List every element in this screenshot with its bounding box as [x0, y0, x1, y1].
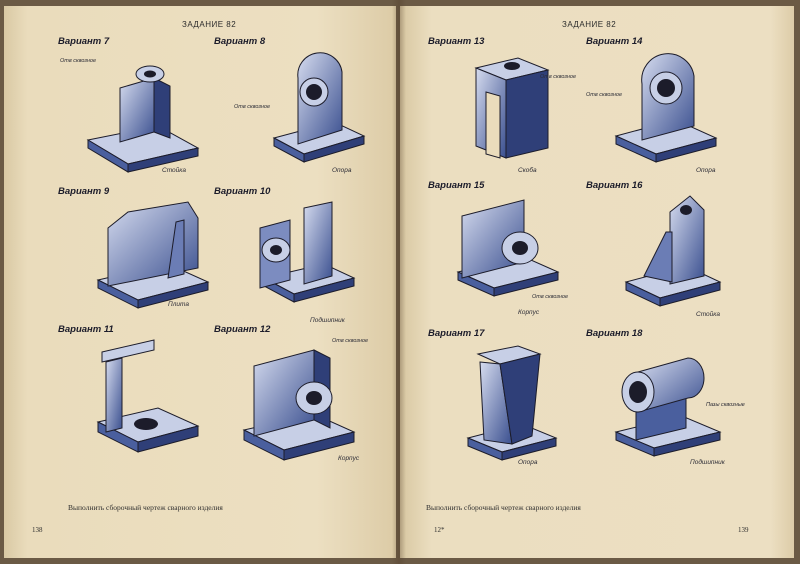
isometric-drawing: Опора Отв сквозное — [586, 53, 718, 174]
variant-label: Вариант 9 — [58, 186, 110, 197]
variant-11: Вариант 11 — [58, 324, 228, 466]
page-header: ЗАДАНИЕ 82 — [562, 20, 617, 29]
variant-label: Вариант 11 — [58, 324, 114, 335]
hole-note: Отв сквозное — [532, 294, 568, 300]
hole-note: Отв сквозное — [234, 104, 270, 110]
part-caption: Опора — [518, 459, 538, 466]
part-caption: Корпус — [338, 455, 360, 462]
isometric-drawing: Скоба Отв сквозное — [474, 57, 576, 174]
variant-14: Вариант 14 Опора Отв сквозное — [586, 36, 756, 178]
variant-label: Вариант 8 — [214, 36, 266, 47]
isometric-drawing: Подшипник Пазы сквозные — [614, 357, 745, 466]
isometric-drawing: Стойка Отв сквозное — [60, 58, 200, 174]
part-caption: Опора — [332, 167, 352, 174]
variant-7: Вариант 7 Стойка Отв сквозное — [58, 36, 228, 178]
variant-label: Вариант 18 — [586, 328, 643, 339]
isometric-drawing: Опора Отв сквозное — [234, 52, 366, 174]
left-page: ЗАДАНИЕ 82 Вариант 7 Стойка Отв сквозное… — [4, 6, 396, 558]
part-caption: Подшипник — [690, 458, 726, 466]
variant-label: Вариант 14 — [586, 36, 643, 47]
part-caption: Скоба — [518, 166, 537, 174]
part-caption: Плита — [168, 301, 189, 308]
variant-label: Вариант 17 — [428, 328, 485, 339]
isometric-drawing: Корпус Отв сквозное — [456, 199, 568, 316]
book-spine — [392, 0, 406, 564]
variant-15: Вариант 15 Корпус Отв сквозное — [428, 180, 598, 322]
isometric-drawing: Корпус Отв сквозное — [242, 338, 368, 462]
variant-label: Вариант 12 — [214, 324, 271, 335]
part-caption: Подшипник — [310, 316, 346, 324]
part-caption: Стойка — [696, 310, 720, 318]
variant-17: Вариант 17 Опора — [428, 328, 598, 470]
variant-label: Вариант 7 — [58, 36, 110, 47]
hole-note: Пазы сквозные — [706, 402, 745, 408]
variant-12: Вариант 12 Корпус Отв сквозное — [214, 324, 384, 466]
variant-13: Вариант 13 Скоба Отв сквозное — [428, 36, 598, 178]
part-caption: Стойка — [162, 166, 186, 174]
variant-16: Вариант 16 Стойка — [586, 180, 756, 322]
isometric-drawing: Подшипник — [259, 201, 356, 324]
isometric-drawing: Опора — [466, 345, 558, 466]
variant-label: Вариант 15 — [428, 180, 485, 191]
variant-label: Вариант 10 — [214, 186, 271, 197]
hole-note: Отв сквозное — [586, 92, 622, 98]
variant-18: Вариант 18 Подшипник Пазы сквозные — [586, 328, 756, 470]
page-number: 139 — [738, 526, 749, 534]
part-caption: Корпус — [518, 309, 540, 316]
variant-9: Вариант 9 Плита — [58, 186, 228, 328]
page-number: 138 — [32, 526, 43, 534]
variant-label: Вариант 16 — [586, 180, 643, 191]
instruction-text: Выполнить сборочный чертеж сварного изде… — [68, 503, 223, 512]
variant-10: Вариант 10 Подшипник — [214, 186, 384, 328]
isometric-drawing: Стойка — [624, 195, 722, 318]
isometric-drawing — [96, 339, 200, 453]
hole-note: Отв сквозное — [332, 338, 368, 344]
hole-note: Отв сквозное — [540, 74, 576, 80]
variant-label: Вариант 13 — [428, 36, 485, 47]
page-header: ЗАДАНИЕ 82 — [182, 20, 237, 29]
instruction-text: Выполнить сборочный чертеж сварного изде… — [426, 503, 581, 512]
signature-mark: 12* — [434, 526, 445, 534]
right-page: ЗАДАНИЕ 82 Вариант 13 Скоба Отв сквозное… — [400, 6, 794, 558]
variant-8: Вариант 8 Опора Отв сквозное — [214, 36, 384, 178]
part-caption: Опора — [696, 167, 716, 174]
isometric-drawing: Плита — [96, 201, 210, 309]
hole-note: Отв сквозное — [60, 58, 96, 64]
